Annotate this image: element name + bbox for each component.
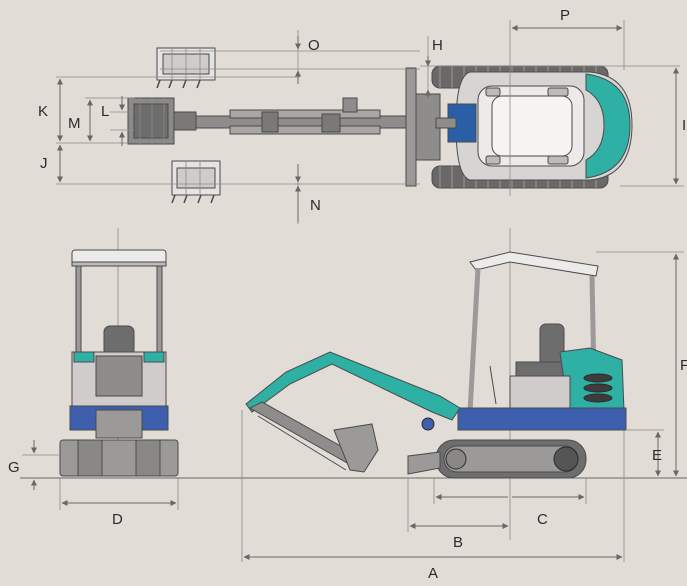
top-view [56,20,684,224]
label-i: I [682,117,686,134]
top-upper-structure [435,71,633,181]
label-m: M [68,115,81,132]
label-e: E [652,447,662,464]
label-f: F [680,357,687,374]
top-bucket-lower [171,160,221,204]
top-dozer-blade [405,67,417,187]
label-n: N [310,197,321,214]
label-j: J [40,155,48,172]
label-b: B [453,534,463,551]
label-h: H [432,37,443,54]
label-k: K [38,103,48,120]
side-view [241,228,684,562]
label-c: C [537,511,548,528]
dimension-labels: A B C D E F G H I J K L M N O P [8,7,687,582]
top-arm [195,97,407,135]
label-g: G [8,459,20,476]
top-dimensions [56,20,684,224]
top-bucket-center [127,97,197,145]
label-d: D [112,511,123,528]
label-l: L [101,103,109,120]
top-bucket-upper [156,47,216,89]
label-o: O [308,37,320,54]
label-a: A [428,565,438,582]
label-p: P [560,7,570,24]
front-view [22,228,179,510]
